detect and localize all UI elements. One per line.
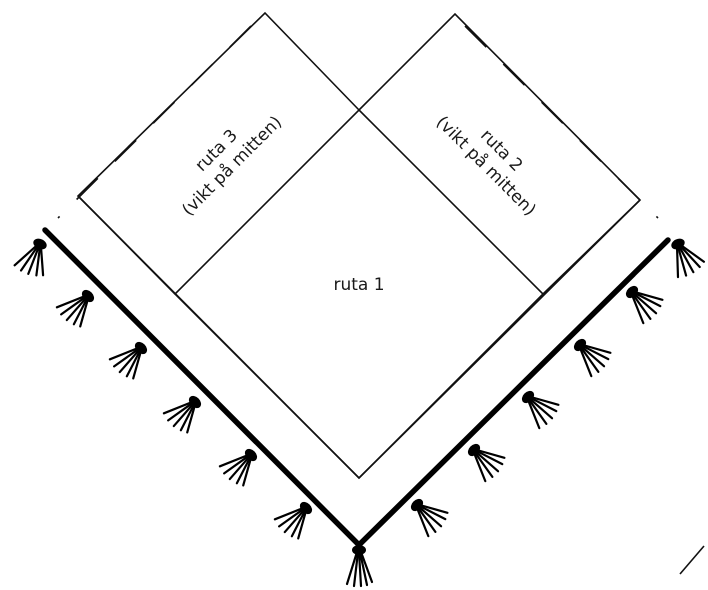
tassel-icon <box>461 435 508 482</box>
dashed-stub-bottom-right <box>680 546 704 574</box>
tassel-icon <box>108 335 155 382</box>
panel-2-label-line-2: (vikt på mitten) <box>432 112 540 220</box>
tassel-icon <box>14 234 57 280</box>
tassel-icon <box>218 442 265 489</box>
tassel-icon <box>567 330 614 377</box>
dashed-edge-right <box>465 26 658 218</box>
tassel-icon <box>162 389 209 436</box>
panel-1-label: ruta 1 <box>333 275 384 295</box>
tassel-icon <box>515 382 562 429</box>
tassel-icon <box>55 283 102 330</box>
panel-3-label-line-2: (vikt på mitten) <box>178 112 286 220</box>
border-inner-line <box>78 196 640 478</box>
tassel-icon <box>347 545 372 586</box>
